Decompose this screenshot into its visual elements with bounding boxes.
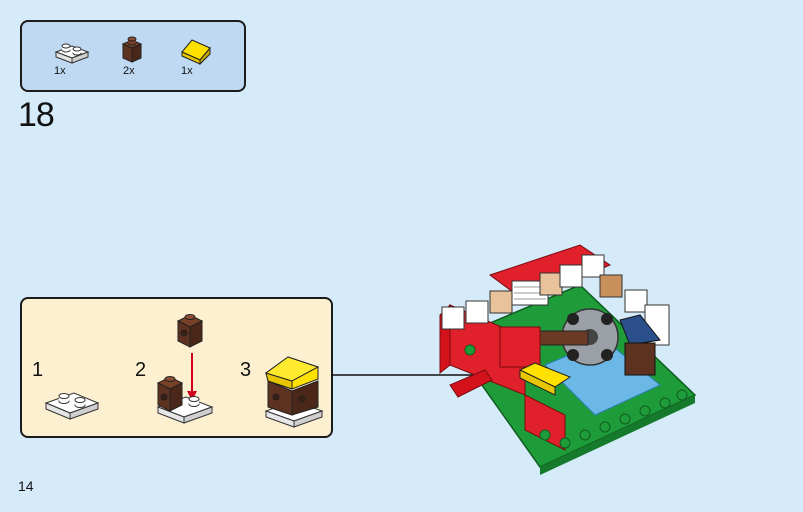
brown-brick-1x1-icon (121, 36, 143, 63)
substep-box: 1 2 3 (20, 297, 333, 438)
substep-1-plate-icon (44, 392, 100, 420)
qty-brown-brick: 2x (123, 65, 135, 77)
substep-2-number: 2 (135, 359, 147, 381)
substep-1-number: 1 (32, 359, 44, 381)
white-plate-1x2-icon (54, 43, 90, 64)
substep-3-number: 3 (240, 359, 252, 381)
parts-list-box: 1x 2x 1x (20, 20, 246, 92)
main-model-illustration (439, 244, 697, 475)
qty-yellow-slope: 1x (181, 65, 193, 77)
qty-white-plate: 1x (54, 65, 66, 77)
substep-2-assembly-icon (156, 314, 214, 424)
substep-3-assembly-icon (264, 356, 324, 428)
yellow-slope-icon (181, 39, 211, 66)
page-number: 14 (18, 478, 34, 494)
step-number: 18 (18, 96, 55, 134)
